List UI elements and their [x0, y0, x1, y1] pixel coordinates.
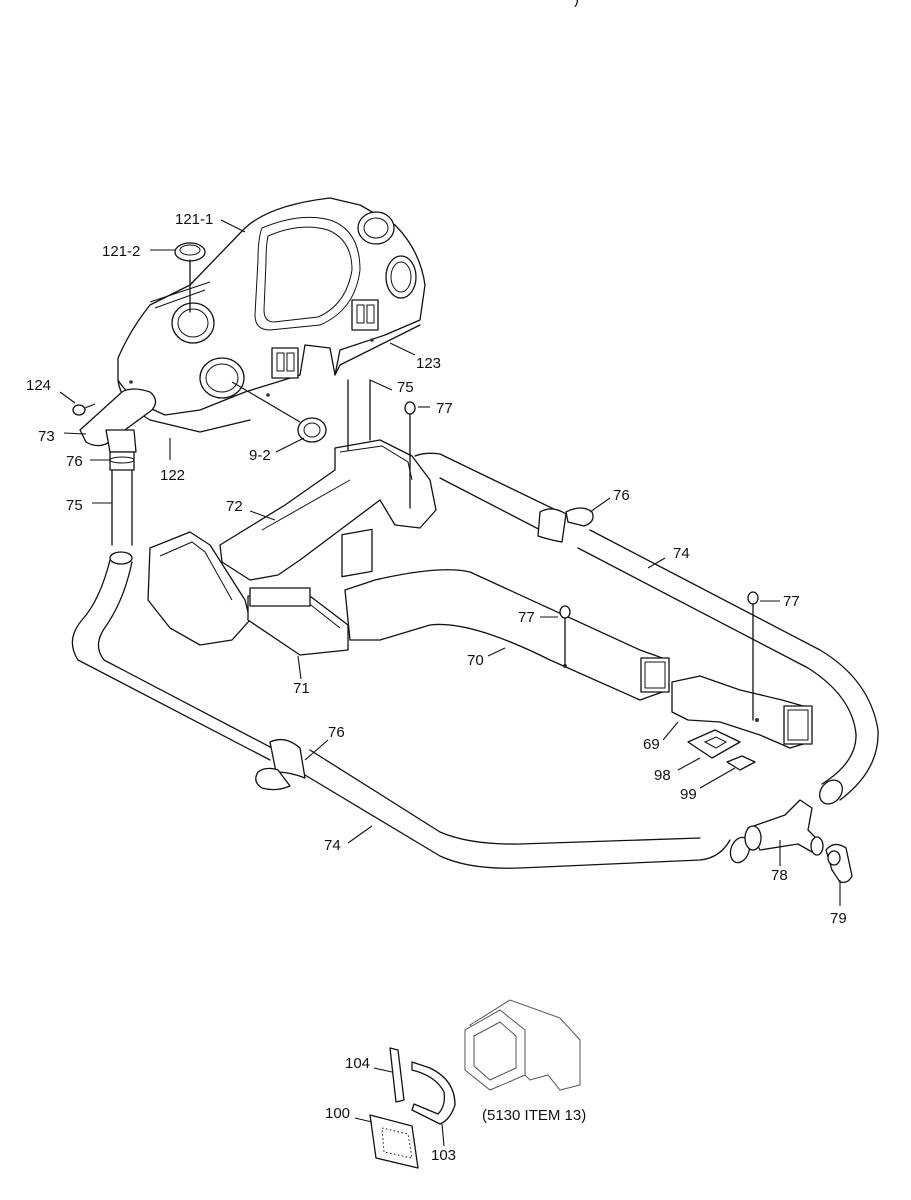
duct-71	[147, 531, 349, 656]
callout-77-right: 77	[783, 593, 800, 610]
callout-103: 103	[431, 1147, 456, 1164]
duct-72	[219, 379, 437, 581]
reference-duct-5130	[464, 999, 581, 1091]
clip-79	[825, 843, 853, 884]
callout-121-2: 121-2	[102, 243, 140, 260]
screw-77-middle	[559, 605, 571, 667]
strip-104	[389, 1047, 405, 1103]
screw-77-right	[747, 591, 759, 721]
callout-69: 69	[643, 736, 660, 753]
callout-121-1: 121-1	[175, 211, 213, 228]
callout-74-back: 74	[673, 545, 690, 562]
callout-76-back: 76	[613, 487, 630, 504]
callout-79: 79	[830, 910, 847, 927]
callout-75-upper: 75	[397, 379, 414, 396]
callout-labels: 121-1 121-2 123 124 75 77 73 9-2 76 122 …	[26, 211, 847, 1164]
callout-9-2: 9-2	[249, 447, 271, 464]
duct-elbow-73	[72, 388, 157, 546]
cropped-header-text: )	[574, 0, 579, 8]
callout-98: 98	[654, 767, 671, 784]
duct-tube-74-loop	[71, 452, 879, 869]
callout-73: 73	[38, 428, 55, 445]
reference-note: (5130 ITEM 13)	[482, 1107, 586, 1124]
vent-nozzle-9-2	[231, 381, 327, 443]
instrument-panel	[117, 197, 426, 433]
pad-99	[726, 755, 756, 771]
callout-122: 122	[160, 467, 185, 484]
leader-lines	[59, 219, 841, 1147]
callout-77-middle: 77	[518, 609, 535, 626]
gasket-100	[369, 1114, 419, 1169]
duct-69	[671, 675, 813, 749]
callout-100: 100	[325, 1105, 350, 1122]
callout-104: 104	[345, 1055, 370, 1072]
vent-nozzle-121-2	[174, 242, 206, 313]
spacer-98	[687, 729, 741, 759]
callout-99: 99	[680, 786, 697, 803]
callout-76-left: 76	[66, 453, 83, 470]
callout-76-front: 76	[328, 724, 345, 741]
callout-123: 123	[416, 355, 441, 372]
tee-fitting-78	[744, 799, 824, 856]
callout-71: 71	[293, 680, 310, 697]
callout-75-left: 75	[66, 497, 83, 514]
callout-77-upper: 77	[436, 400, 453, 417]
screw-77-upper	[404, 401, 416, 509]
bracket-103	[411, 1061, 456, 1125]
callout-72: 72	[226, 498, 243, 515]
callout-70: 70	[467, 652, 484, 669]
callout-78: 78	[771, 867, 788, 884]
callout-124: 124	[26, 377, 51, 394]
callout-74-front: 74	[324, 837, 341, 854]
duct-70	[341, 528, 670, 701]
